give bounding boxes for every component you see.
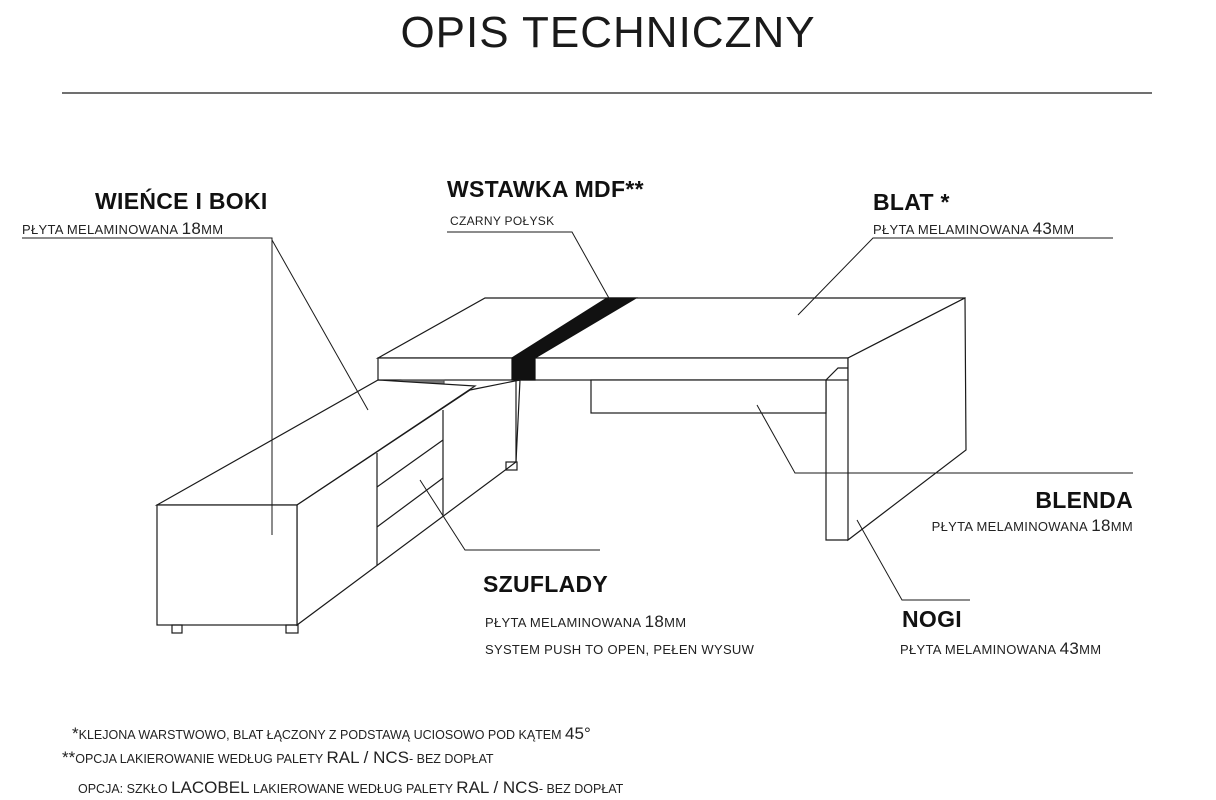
footnote-tail: - BEZ DOPŁAT: [408, 752, 494, 766]
footnote-brand: LACOBEL: [171, 778, 250, 797]
label-blat-heading: BLAT *: [873, 189, 950, 215]
footnote-text: OPCJA: SZKŁO: [78, 782, 172, 796]
footnote-text2: LAKIEROWANE WEDŁUG PALETY: [249, 782, 457, 796]
footnote-3: OPCJA: SZKŁO LACOBEL LAKIEROWANE WEDŁUG …: [78, 778, 623, 798]
sub-value: 18: [644, 612, 665, 631]
sub-unit: MM: [201, 222, 224, 237]
footnote-value: 45°: [565, 724, 591, 743]
sub-text: PŁYTA MELAMINOWANA: [931, 519, 1092, 534]
sub-unit: MM: [1079, 642, 1102, 657]
page-title: OPIS TECHNICZNY: [400, 8, 816, 57]
sub-text: PŁYTA MELAMINOWANA: [873, 222, 1033, 237]
label-wstawka-heading: WSTAWKA MDF**: [447, 176, 644, 202]
sub-unit: MM: [1052, 222, 1075, 237]
sub-text: PŁYTA MELAMINOWANA: [22, 222, 182, 237]
footnote-value: RAL / NCS: [456, 778, 539, 797]
sub-text: PŁYTA MELAMINOWANA: [900, 642, 1060, 657]
label-wience-sub: PŁYTA MELAMINOWANA 18MM: [22, 219, 223, 239]
cabinet: [154, 379, 521, 634]
sub-unit: MM: [664, 615, 687, 630]
footnote-value: RAL / NCS: [326, 748, 409, 767]
sub-value: 18: [181, 219, 202, 238]
footnote-1: *KLEJONA WARSTWOWO, BLAT ŁĄCZONY Z PODST…: [72, 724, 591, 744]
label-szuflady-sub2: SYSTEM PUSH TO OPEN, PEŁEN WYSUW: [485, 642, 755, 657]
footnote-tail: - BEZ DOPŁAT: [538, 782, 624, 796]
label-blat-sub: PŁYTA MELAMINOWANA 43MM: [873, 219, 1074, 239]
desk-top: [375, 297, 966, 381]
footnote-2: **OPCJA LAKIEROWANIE WEDŁUG PALETY RAL /…: [62, 748, 494, 768]
footnote-mark: *: [72, 724, 79, 743]
label-nogi-heading: NOGI: [902, 606, 962, 632]
sub-value: 43: [1032, 219, 1053, 238]
label-wience-heading: WIEŃCE I BOKI: [95, 188, 268, 214]
modesty-panel: [590, 379, 827, 414]
footnote-text: OPCJA LAKIEROWANIE WEDŁUG PALETY: [75, 752, 327, 766]
footnote-text: KLEJONA WARSTWOWO, BLAT ŁĄCZONY Z PODSTA…: [78, 728, 566, 742]
mdf-insert-stripe: [511, 297, 639, 381]
leader-lines: [22, 231, 1133, 601]
sub-value: 43: [1059, 639, 1080, 658]
label-blenda-sub: PŁYTA MELAMINOWANA 18MM: [932, 516, 1133, 536]
label-szuflady-heading: SZUFLADY: [483, 571, 609, 597]
sub-unit: MM: [1110, 519, 1133, 534]
footnote-mark: **: [62, 748, 76, 767]
sub-value: 18: [1091, 516, 1111, 535]
label-wstawka-sub: CZARNY POŁYSK: [450, 214, 555, 228]
label-szuflady-sub: PŁYTA MELAMINOWANA 18MM: [485, 612, 686, 632]
label-blenda-heading: BLENDA: [1035, 487, 1133, 513]
label-nogi-sub: PŁYTA MELAMINOWANA 43MM: [900, 639, 1101, 659]
sub-text: PŁYTA MELAMINOWANA: [485, 615, 645, 630]
